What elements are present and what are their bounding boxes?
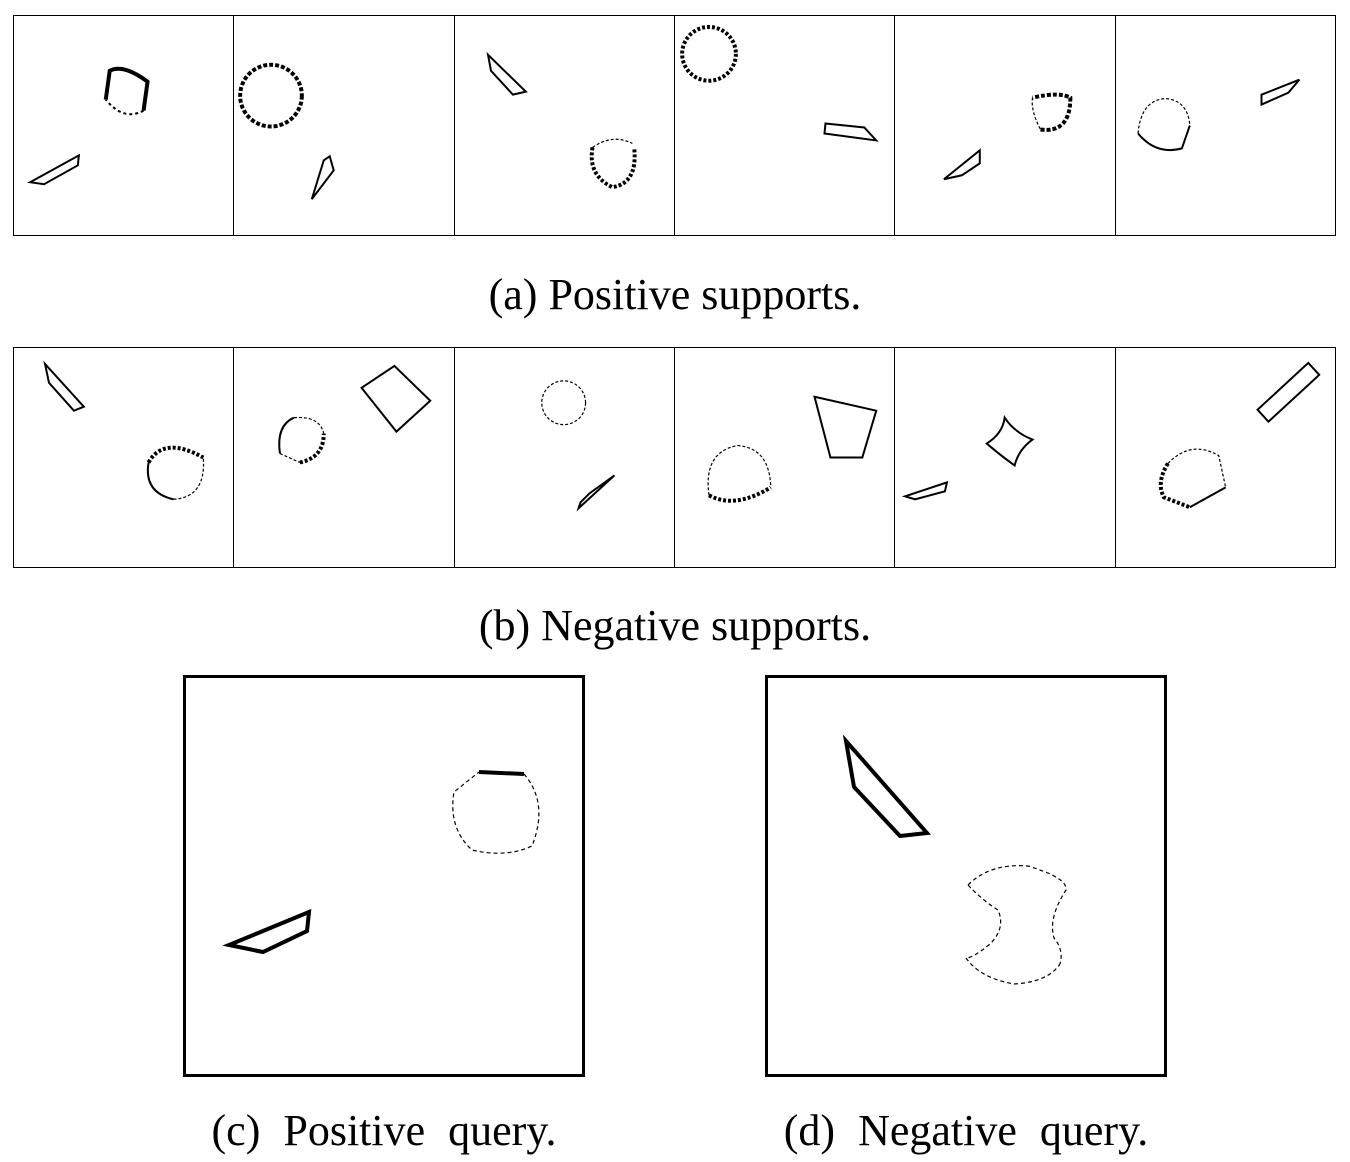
positive-supports-strip [13,15,1336,236]
positive-support-5-image [943,92,1073,181]
square [360,364,433,434]
negative-support-1-image [43,360,205,501]
trapezoid [943,148,982,181]
parallelogram [1260,78,1300,107]
circle-outline-mixed [707,444,772,503]
caption-negative-query: (d) Negative query. [783,1106,1149,1155]
circle-outline-mixed [1031,92,1073,132]
negative-support-6-image [1158,361,1321,510]
parallelogram [842,734,932,839]
positive-support-panel-4 [675,16,896,235]
negative-support-panel-4 [675,348,896,567]
circle-outline-mixed [1136,98,1191,152]
circle-outline-mixed [278,416,327,465]
circle-outline-mixed [589,138,637,190]
parallelogram [486,51,528,96]
positive-support-6-image [1136,78,1300,152]
rectangle [1255,361,1321,424]
parallelogram [43,360,86,412]
negative-support-2-image [278,364,433,465]
circle-outline [540,380,586,426]
thin-quad [311,154,336,200]
circle-outline [680,24,738,83]
circle-outline [238,62,305,129]
circle-outline-mixed [1158,448,1226,510]
negative-support-panel-6 [1116,348,1335,567]
positive-query-image [222,770,540,955]
positive-support-panel-1 [14,16,235,235]
negative-support-panel-3 [455,348,675,567]
negative-support-4-image [707,395,878,503]
negative-query-image [842,734,1067,985]
negative-support-panel-2 [234,348,455,567]
trapezoid [222,908,312,955]
positive-support-panel-3 [455,16,675,235]
caption-positive-query: (c) Positive query. [211,1106,557,1155]
negative-supports-strip [13,347,1336,568]
positive-support-panel-6 [1116,16,1335,235]
caption-negative-supports: (b) Negative supports. [478,601,872,650]
positive-support-4-image [680,24,879,142]
circle-outline-mixed [103,66,150,116]
positive-support-1-image [27,66,150,186]
negative-support-panel-1 [14,348,235,567]
concave-quad [985,414,1035,468]
hourglass-outline-mixed [965,865,1067,985]
positive-support-panel-5 [895,16,1116,235]
negative-query-panel [765,675,1167,1077]
circle-outline-mixed [146,445,205,501]
thin-quad [576,474,615,512]
negative-support-3-image [540,380,615,512]
circle-outline-mixed [452,770,540,854]
negative-support-panel-5 [895,348,1116,567]
positive-support-panel-2 [234,16,455,235]
trapezoid [27,153,81,186]
trapezoid [813,395,878,459]
negative-support-5-image [902,414,1035,501]
trapezoid [823,122,879,142]
trapezoid [902,480,949,501]
positive-support-2-image [238,62,336,200]
caption-positive-supports: (a) Positive supports. [488,270,862,319]
positive-query-panel [183,675,585,1077]
positive-support-3-image [486,51,637,190]
